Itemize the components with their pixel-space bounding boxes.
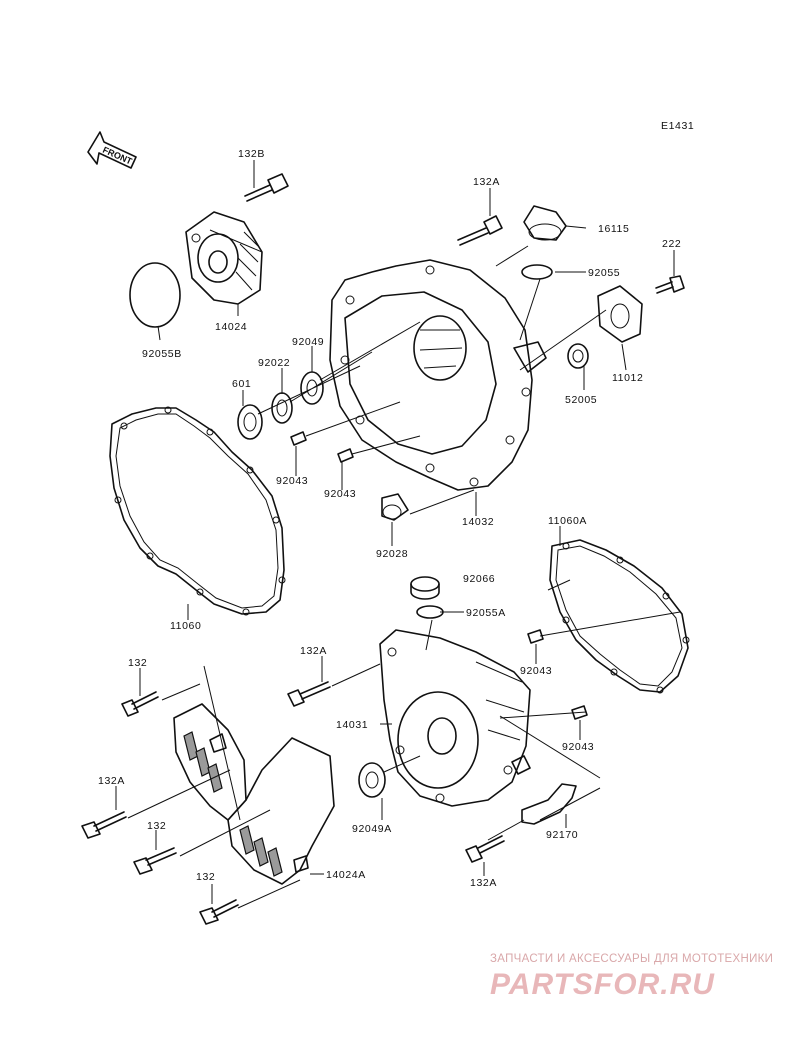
o-ring-92055B xyxy=(129,262,181,328)
bracket-92170 xyxy=(521,783,577,825)
label-92043-d: 92043 xyxy=(562,741,594,753)
label-16115: 16115 xyxy=(598,223,629,235)
label-132-c: 132 xyxy=(196,871,215,883)
leader-lines xyxy=(115,160,681,909)
watermark-tagline: ЗАПЧАСТИ И АКСЕССУАРЫ ДЛЯ МОТОТЕХНИКИ xyxy=(490,953,773,965)
label-11012: 11012 xyxy=(612,372,643,384)
bolt-132B xyxy=(244,173,289,202)
part-labels: 132B 132A 16115 222 92055 11012 52005 92… xyxy=(98,148,681,889)
o-ring-92055A xyxy=(416,605,444,619)
dowel-pin-92043-c xyxy=(527,629,544,644)
bolt-132A-bot xyxy=(465,835,505,863)
label-92043-c: 92043 xyxy=(520,665,552,677)
pump-cover-14024 xyxy=(185,211,263,305)
label-92049A: 92049A xyxy=(352,823,392,835)
label-92170: 92170 xyxy=(546,829,578,841)
dowel-pin-92043-a xyxy=(290,431,307,446)
label-14024: 14024 xyxy=(215,321,247,333)
dowel-pin-92043-b xyxy=(337,448,354,463)
clutch-cover-14032 xyxy=(329,259,547,491)
label-52005: 52005 xyxy=(565,394,597,406)
bolt-132-a xyxy=(121,691,159,717)
label-14031: 14031 xyxy=(336,719,368,731)
generator-cover-14031 xyxy=(379,629,531,807)
label-92055: 92055 xyxy=(588,267,620,279)
plug-92028 xyxy=(381,493,409,521)
label-92055A: 92055A xyxy=(466,607,506,619)
front-arrow-icon: FRONT xyxy=(87,131,137,169)
label-92028: 92028 xyxy=(376,548,408,560)
watermark: ЗАПЧАСТИ И АКСЕССУАРЫ ДЛЯ МОТОТЕХНИКИ PA… xyxy=(490,953,773,1001)
oil-seal-92049A xyxy=(358,762,386,798)
label-92055B: 92055B xyxy=(142,348,182,360)
label-132A-left: 132A xyxy=(98,775,125,787)
bolt-132-b xyxy=(133,847,177,875)
label-222: 222 xyxy=(662,238,681,250)
label-132B: 132B xyxy=(238,148,265,160)
label-92043-a: 92043 xyxy=(276,475,308,487)
label-132-b: 132 xyxy=(147,820,166,832)
dowel-pin-92043-d xyxy=(571,705,588,720)
bolt-132-c xyxy=(199,899,239,925)
label-92066: 92066 xyxy=(463,573,495,585)
o-ring-92055 xyxy=(521,264,553,280)
label-11060: 11060 xyxy=(170,620,201,632)
plug-92066 xyxy=(410,576,440,600)
bolt-222 xyxy=(655,275,685,294)
label-11060A: 11060A xyxy=(548,515,587,527)
label-132A-mid: 132A xyxy=(300,645,327,657)
label-92043-b: 92043 xyxy=(324,488,356,500)
filler-cap-16115 xyxy=(523,205,567,241)
oil-seal-52005 xyxy=(567,343,589,369)
gasket-11060A xyxy=(549,539,689,693)
gasket-11060 xyxy=(109,407,285,615)
diagram-code: E1431 xyxy=(661,120,694,132)
washer-92022 xyxy=(271,392,293,424)
label-132A-top: 132A xyxy=(473,176,500,188)
label-132-a: 132 xyxy=(128,657,147,669)
plate-11012 xyxy=(597,285,643,343)
label-92049: 92049 xyxy=(292,336,324,348)
label-132A-bot: 132A xyxy=(470,877,497,889)
bolt-132A-top xyxy=(457,215,503,246)
label-14032: 14032 xyxy=(462,516,494,528)
label-601: 601 xyxy=(232,378,251,390)
bearing-601 xyxy=(237,404,263,440)
label-14024A: 14024A xyxy=(326,869,366,881)
bolt-132A-left xyxy=(81,811,127,839)
sprocket-cover-14024A xyxy=(173,703,335,885)
bolt-132A-mid xyxy=(287,681,331,707)
label-92022: 92022 xyxy=(258,357,290,369)
watermark-brand: PARTSFOR.RU xyxy=(490,968,715,1001)
